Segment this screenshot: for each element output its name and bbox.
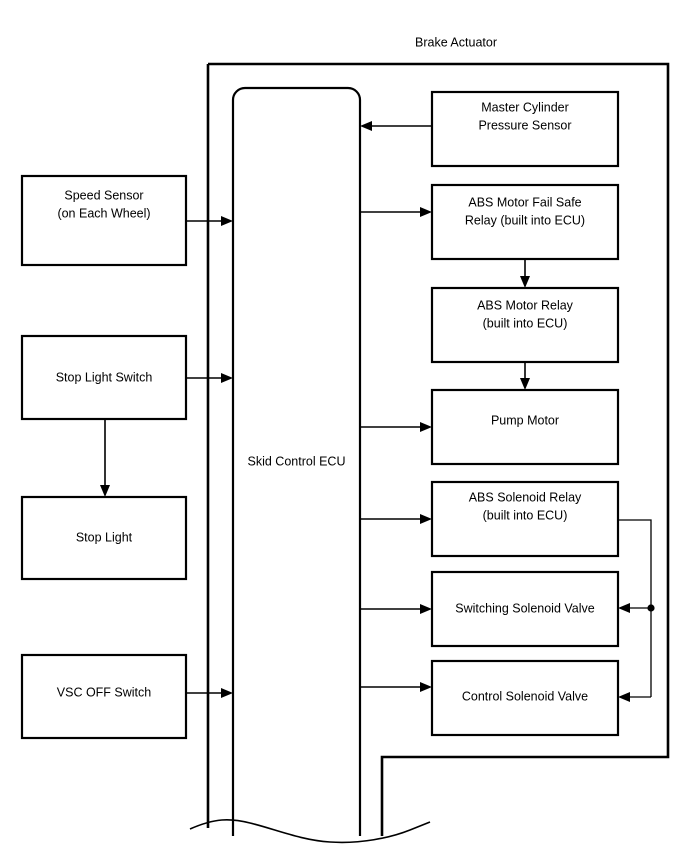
node-stop-light <box>20 495 188 581</box>
node-abs-motor-relay-line2: (built into ECU) <box>483 316 568 330</box>
bus-junction-dot <box>647 604 655 612</box>
node-stop-light-line1: Stop Light <box>76 530 133 544</box>
connector-stop-light-switch-to-stop-light <box>100 419 110 497</box>
node-switching-solenoid-valve-line1: Switching Solenoid Valve <box>455 601 594 615</box>
node-abs-motor-fail-safe-relay <box>430 183 620 261</box>
connector-ecu-to-pump-motor <box>360 422 432 432</box>
connector-vsc-off-switch-to-ecu <box>186 688 233 698</box>
connector-ecu-to-control-solenoid-valve <box>360 682 432 692</box>
connector-ecu-to-switching-solenoid-valve <box>360 604 432 614</box>
connector-speed-sensor-to-ecu <box>186 216 233 226</box>
connector-abs-motor-relay-to-pump-motor <box>520 362 530 390</box>
node-speed-sensor <box>20 174 188 267</box>
node-control-solenoid-valve-line1: Control Solenoid Valve <box>462 689 588 703</box>
skid-control-ecu-label: Skid Control ECU <box>248 454 346 468</box>
node-abs-solenoid-relay-line1: ABS Solenoid Relay <box>469 490 582 504</box>
node-abs-motor-relay <box>430 286 620 364</box>
node-master-cylinder-pressure-sensor <box>430 90 620 168</box>
node-vsc-off-switch-line1: VSC OFF Switch <box>57 685 152 699</box>
node-control-solenoid-valve <box>430 659 620 737</box>
node-abs-motor-fail-safe-relay-line1: ABS Motor Fail Safe <box>468 195 581 209</box>
node-vsc-off-switch <box>20 653 188 740</box>
node-switching-solenoid-valve <box>430 570 620 648</box>
node-abs-solenoid-relay <box>430 480 620 558</box>
node-abs-motor-relay-line1: ABS Motor Relay <box>477 298 574 312</box>
connector-solenoid-relay-power-bus <box>618 519 655 702</box>
node-abs-solenoid-relay-line2: (built into ECU) <box>483 508 568 522</box>
node-stop-light-switch-line1: Stop Light Switch <box>56 370 153 384</box>
skid-control-ecu-shape <box>231 86 362 836</box>
connector-ecu-to-abs-solenoid-relay <box>360 514 432 524</box>
diagram-title: Brake Actuator <box>415 35 497 49</box>
node-master-cylinder-pressure-sensor-line1: Master Cylinder <box>481 100 569 114</box>
node-abs-motor-fail-safe-relay-line2: Relay (built into ECU) <box>465 213 585 227</box>
node-speed-sensor-line2: (on Each Wheel) <box>57 206 150 220</box>
brake-actuator-container <box>208 62 670 836</box>
node-speed-sensor-line1: Speed Sensor <box>64 188 143 202</box>
connector-stop-light-switch-to-ecu <box>186 373 233 383</box>
node-pump-motor-line1: Pump Motor <box>491 413 559 427</box>
connector-fail-safe-relay-to-abs-motor-relay <box>520 259 530 288</box>
node-pump-motor <box>430 388 620 466</box>
connector-ecu-to-abs-motor-fail-safe-relay <box>360 207 432 217</box>
connector-master-cylinder-to-ecu <box>360 121 432 131</box>
break-line-wave <box>189 819 431 844</box>
node-master-cylinder-pressure-sensor-line2: Pressure Sensor <box>478 118 571 132</box>
